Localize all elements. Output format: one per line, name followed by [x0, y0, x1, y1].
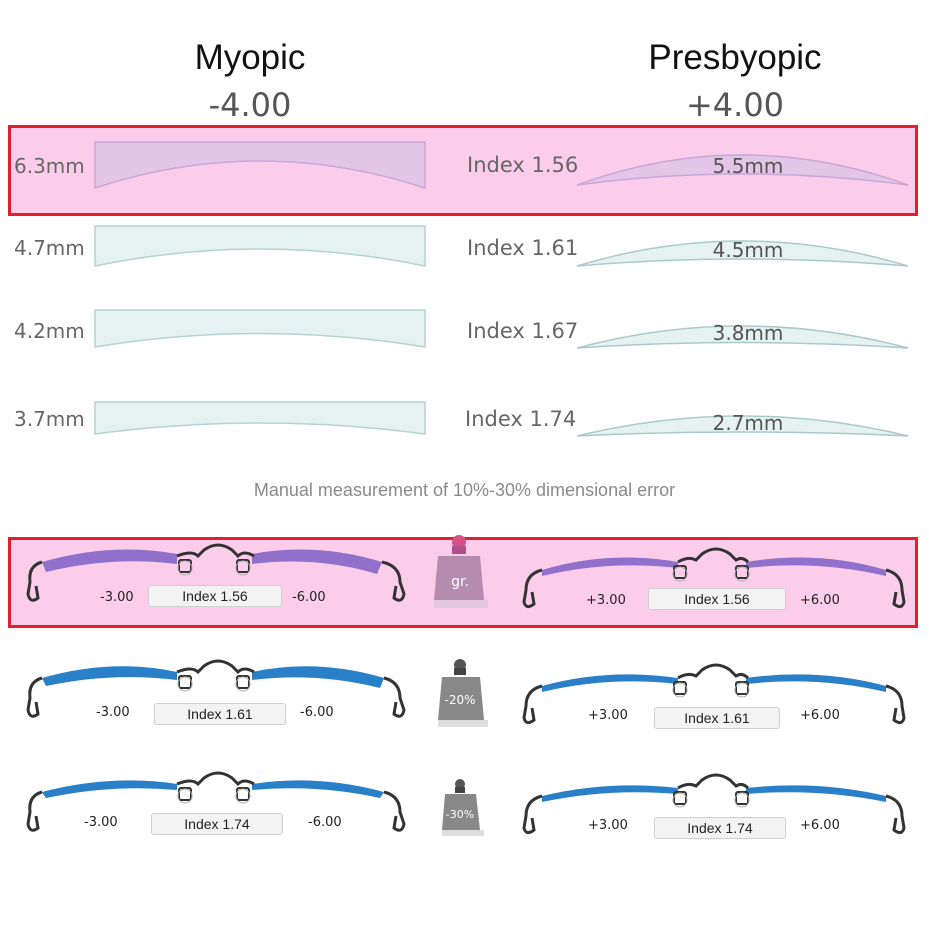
power-right-label: +6.00 [800, 708, 840, 723]
myopic-title: Myopic [194, 38, 306, 77]
myopic-glasses-illustration [26, 659, 406, 718]
presbyopic-power: +4.00 [685, 86, 785, 124]
edge-thickness-label: 4.2mm [14, 319, 85, 343]
index-label: Index 1.56 [467, 153, 579, 177]
myopic-power: -4.00 [208, 86, 292, 124]
index-label: Index 1.67 [467, 319, 579, 343]
edge-thickness-label: 3.7mm [14, 407, 85, 431]
weight-label: -30% [445, 808, 475, 821]
weight-label: -20% [444, 693, 476, 707]
index-badge: Index 1.74 [654, 817, 786, 839]
power-left-label: +3.00 [588, 818, 628, 833]
presbyopic-title: Presbyopic [648, 38, 822, 77]
myopic-glasses-illustration [26, 543, 406, 602]
weight-icon [438, 659, 488, 727]
power-right-label: +6.00 [800, 593, 840, 608]
center-thickness-label: 5.5mm [712, 154, 784, 178]
concave-lens [94, 141, 426, 190]
power-left-label: +3.00 [586, 593, 626, 608]
measurement-note: Manual measurement of 10%-30% dimensiona… [253, 480, 676, 500]
power-left-label: -3.00 [96, 705, 130, 720]
power-right-label: -6.00 [308, 815, 342, 830]
edge-thickness-label: 4.7mm [14, 236, 85, 260]
convex-lens [576, 240, 909, 267]
power-left-label: -3.00 [100, 590, 134, 605]
index-label: Index 1.74 [465, 407, 577, 431]
presbyopic-glasses-illustration [522, 773, 906, 835]
concave-lens [94, 401, 426, 435]
index-badge: Index 1.56 [648, 588, 786, 610]
concave-lens [94, 309, 426, 348]
convex-lens [576, 154, 909, 186]
presbyopic-glasses-illustration [522, 663, 906, 725]
index-badge: Index 1.61 [154, 703, 286, 725]
weight-icon [434, 535, 488, 608]
index-badge: Index 1.61 [654, 707, 780, 729]
weight-icon [442, 779, 484, 836]
convex-lens [576, 415, 909, 437]
center-thickness-label: 2.7mm [712, 411, 784, 435]
power-left-label: -3.00 [84, 815, 118, 830]
power-right-label: -6.00 [300, 705, 334, 720]
presbyopic-glasses-illustration [522, 547, 906, 609]
power-right-label: +6.00 [800, 818, 840, 833]
index-label: Index 1.61 [467, 236, 579, 260]
edge-thickness-label: 6.3mm [14, 154, 85, 178]
weight-label: gr. [451, 574, 469, 590]
index-badge: Index 1.56 [148, 585, 282, 607]
myopic-glasses-illustration [26, 771, 406, 832]
center-thickness-label: 3.8mm [712, 321, 784, 345]
index-badge: Index 1.74 [151, 813, 283, 835]
power-left-label: +3.00 [588, 708, 628, 723]
convex-lens [576, 325, 909, 349]
concave-lens [94, 225, 426, 267]
center-thickness-label: 4.5mm [712, 238, 784, 262]
power-right-label: -6.00 [292, 590, 326, 605]
